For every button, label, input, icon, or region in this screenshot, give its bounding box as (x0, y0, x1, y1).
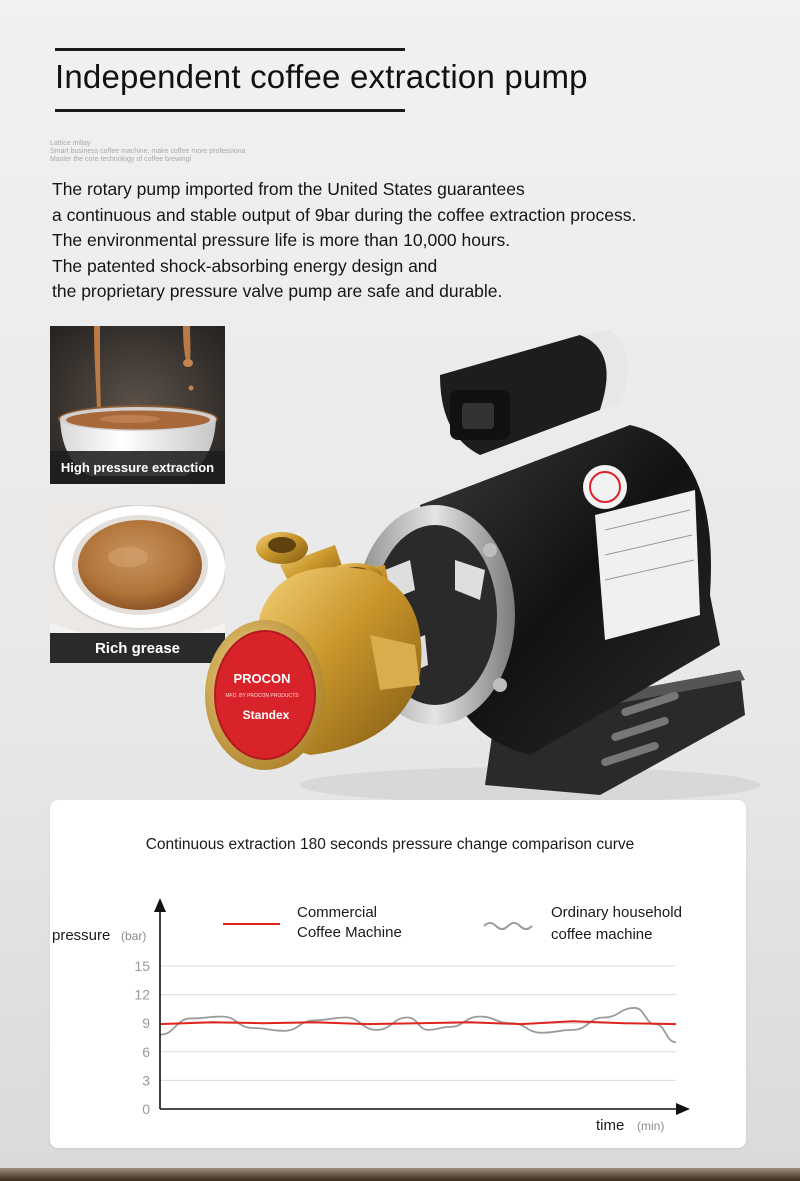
bottom-rule (55, 109, 405, 112)
intro-line: a continuous and stable output of 9bar d… (52, 204, 637, 225)
page-title: Independent coffee extraction pump (55, 58, 588, 95)
legend-line-household (483, 922, 533, 930)
bottom-band (0, 1168, 800, 1181)
intro-text: The rotary pump imported from the United… (52, 177, 636, 305)
y-tick-label: 6 (142, 1044, 150, 1060)
procon-sub: MFD. BY PROCON PRODUCTS (226, 693, 300, 699)
procon-maker: Standex (243, 708, 290, 722)
x-axis-arrow (676, 1103, 690, 1115)
legend-commercial: Commercial Coffee Machine (223, 904, 402, 941)
pressure-chart: Continuous extraction 180 seconds pressu… (52, 836, 690, 1134)
y-axis-arrow (154, 898, 166, 912)
tiny-caption: Lattice millay Smart business coffee mac… (50, 140, 245, 164)
series-line-commercial (159, 1020, 677, 1026)
procon-brand: PROCON (233, 671, 290, 686)
y-axis-unit: (bar) (121, 929, 146, 943)
rotary-pump-image: PROCON MFD. BY PROCON PRODUCTS Standex (205, 330, 760, 803)
chart-ticks: 15 12 9 6 3 0 (134, 958, 150, 1117)
y-tick-label: 15 (134, 958, 150, 974)
y-tick-label: 0 (142, 1101, 150, 1117)
intro-line: the proprietary pressure valve pump are … (52, 281, 503, 301)
series-line-household (159, 1007, 677, 1044)
feature-label: Rich grease (50, 633, 225, 663)
chart-series (159, 1007, 677, 1044)
legend-label-commercial: Coffee Machine (297, 924, 402, 941)
intro-line: The patented shock-absorbing energy desi… (52, 255, 438, 276)
tiny-line: Lattice millay (50, 140, 91, 147)
intro-line: The rotary pump imported from the United… (52, 179, 525, 199)
y-tick-label: 9 (142, 1015, 150, 1031)
feature-label: High pressure extraction (50, 451, 225, 484)
intro-line: The environmental pressure life is more … (52, 230, 511, 250)
chart-title: Continuous extraction 180 seconds pressu… (146, 836, 635, 853)
y-axis-label: pressure (52, 927, 110, 944)
legend-label-commercial: Commercial (297, 904, 377, 921)
y-tick-label: 12 (134, 987, 150, 1003)
x-axis-label: time (596, 1117, 624, 1134)
tiny-line: Master the core technology of coffee bre… (50, 156, 192, 163)
legend-household: Ordinary household coffee machine (483, 904, 682, 943)
tiny-line: Smart business coffee machine, make coff… (50, 148, 246, 155)
legend-label-household: Ordinary household (551, 904, 682, 921)
x-axis-unit: (min) (637, 1119, 664, 1133)
pressure-chart-card: Continuous extraction 180 seconds pressu… (50, 800, 746, 1148)
feature-rich-crema: Rich grease (50, 505, 225, 663)
top-rule (55, 48, 405, 51)
y-tick-label: 3 (142, 1072, 150, 1088)
legend-label-household: coffee machine (551, 926, 652, 943)
feature-high-pressure: High pressure extraction (50, 326, 225, 484)
